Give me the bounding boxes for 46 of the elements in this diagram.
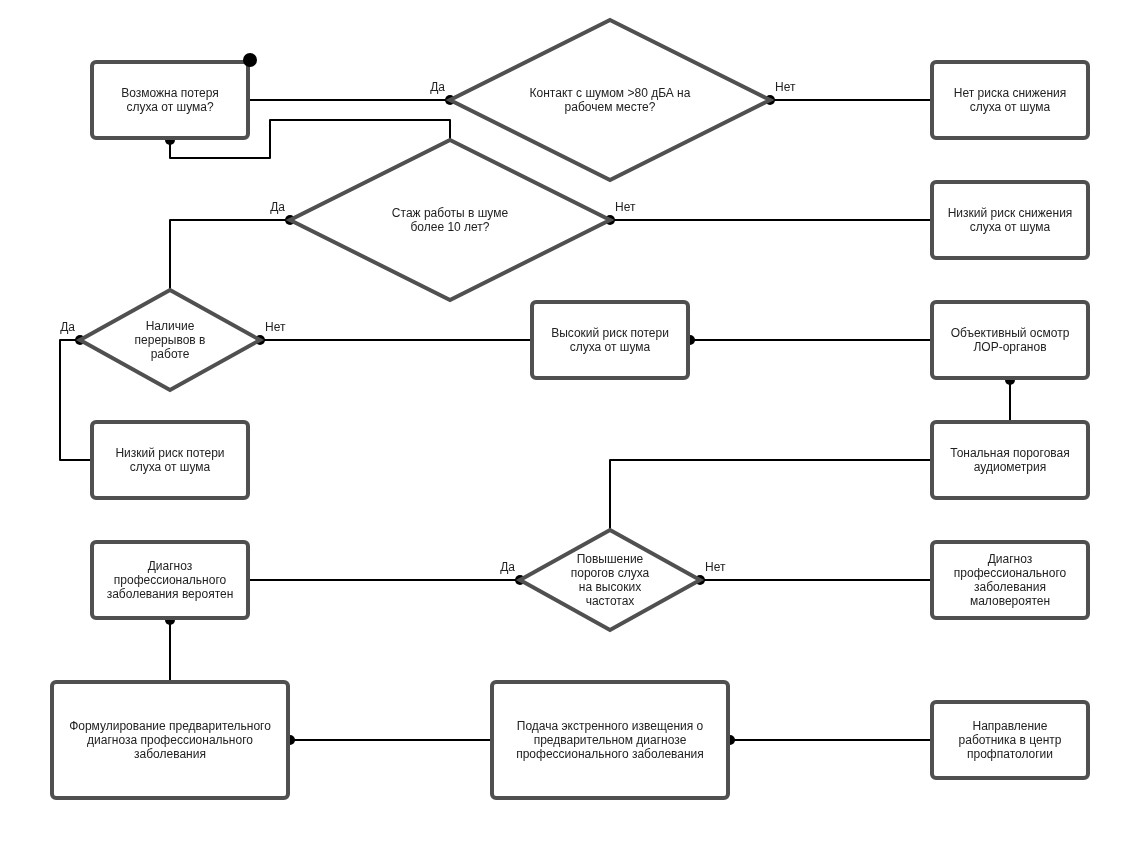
connector	[169, 215, 295, 291]
node-text: Подача экстренного извещения о предварительном диагнозе профессионального заболевания	[515, 719, 705, 761]
edge-label: Нет	[264, 320, 287, 334]
node-text: Высокий риск потери слуха от шума	[550, 326, 670, 354]
process-box	[90, 540, 250, 620]
edge-label: Да	[499, 560, 516, 574]
process-box	[90, 60, 250, 140]
node-text: Возможна потеря слуха от шума?	[120, 86, 220, 114]
process-box	[930, 60, 1090, 140]
process-box	[930, 540, 1090, 620]
edge-label: Да	[429, 80, 446, 94]
node-text: Низкий риск снижения слуха от шума	[946, 206, 1074, 234]
process-box	[930, 300, 1090, 380]
node-text: Наличие перерывов в работе	[133, 319, 207, 361]
edge-label: Нет	[774, 80, 797, 94]
process-box	[930, 420, 1090, 500]
connector	[249, 575, 525, 585]
node-text: Стаж работы в шуме более 10 лет?	[390, 206, 510, 234]
connector	[605, 215, 931, 225]
node-text: Диагноз профессионального заболевания вероятен	[105, 559, 235, 601]
connector	[165, 119, 451, 159]
edge-label: Нет	[614, 200, 637, 214]
edge-label: Да	[269, 200, 286, 214]
node-text: Формулирование предварительного диагноза профессионального заболевания	[68, 719, 272, 761]
process-box	[490, 680, 730, 800]
process-box	[530, 300, 690, 380]
connector	[765, 95, 931, 105]
node-text: Нет риска снижения слуха от шума	[952, 86, 1068, 114]
node-text: Низкий риск потери слуха от шума	[114, 446, 226, 474]
node-text: Контакт с шумом >80 дБА на рабочем месте?	[528, 86, 692, 114]
connector	[59, 335, 91, 461]
node-text: Тональная пороговая аудиометрия	[949, 446, 1071, 474]
process-box	[930, 180, 1090, 260]
edge-label: Нет	[704, 560, 727, 574]
connector	[255, 335, 531, 345]
node-text: Объективный осмотр ЛОР-органов	[949, 326, 1071, 354]
node-text: Повышение порогов слуха на высоких частотах	[569, 552, 651, 608]
node-text: Направление работника в центр профпатологии	[957, 719, 1063, 761]
connector	[609, 459, 931, 531]
process-box	[90, 420, 250, 500]
process-box	[50, 680, 290, 800]
node-text: Диагноз профессионального заболевания маловероятен	[952, 552, 1068, 608]
process-box	[930, 700, 1090, 780]
connector	[249, 95, 455, 105]
edge-label: Да	[59, 320, 76, 334]
connector	[695, 575, 931, 585]
